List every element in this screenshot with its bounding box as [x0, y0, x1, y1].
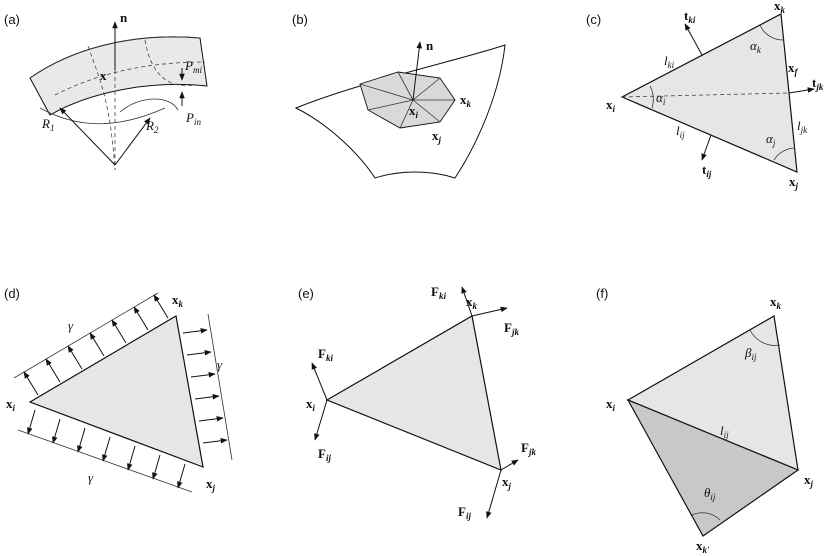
- force-fki-at-xi: [311, 362, 328, 401]
- surface-top-edge: [29, 36, 201, 79]
- triangle-face: [620, 13, 798, 173]
- angle-arc-beta: [749, 329, 781, 346]
- label-tjk: tjk: [812, 75, 824, 92]
- force-fij-at-xi: [314, 399, 328, 441]
- normal-arrow: [412, 41, 423, 101]
- panel-c-label: (c): [586, 12, 601, 27]
- label-xk: xk: [774, 0, 786, 15]
- tension-rail-jk: [207, 313, 233, 461]
- label-n: n: [426, 38, 434, 53]
- label-alpha-i: αi: [656, 90, 666, 107]
- label-xj: xj: [502, 474, 512, 491]
- label-lij: lij: [720, 423, 729, 440]
- radius-arc-2: [119, 98, 179, 113]
- panel-c: (c) xk xi xj xf tki tjk tij lki ljk lij …: [586, 0, 824, 191]
- panel-e: (e) Fki Fjk Fki Fij Fjk Fij xk xi xj: [298, 284, 536, 521]
- label-lki: lki: [664, 53, 675, 70]
- label-xj: xj: [206, 476, 216, 493]
- label-pin: Pin: [185, 110, 201, 127]
- surface-grid-curve: [144, 39, 196, 87]
- label-n: n: [120, 10, 128, 25]
- label-xi: xi: [6, 396, 16, 413]
- panel-f-label: (f): [596, 286, 608, 301]
- angle-arc-j: [773, 147, 796, 161]
- angle-arc-theta: [691, 512, 721, 521]
- label-xk: xk: [172, 292, 184, 309]
- label-xkp: xk': [696, 538, 710, 555]
- force-fij-at-xj: [486, 469, 502, 519]
- panel-e-label: (e): [298, 286, 314, 301]
- one-ring-spokes: [359, 71, 455, 129]
- label-xj: xj: [432, 128, 442, 145]
- label-alpha-k: αk: [750, 38, 762, 55]
- label-xk: xk: [770, 294, 782, 311]
- curved-surface-patch: [29, 36, 208, 116]
- panel-a: (a) n x Pmi Pin R1 R2: [4, 10, 208, 171]
- panel-f: (f) xk xi xj xk' βij lij θij: [596, 286, 814, 555]
- label-r2: R2: [145, 118, 159, 135]
- label-gamma-ki: γ: [68, 318, 74, 333]
- tension-arrows-jk: [182, 328, 228, 444]
- force-fjk-at-xk: [471, 306, 508, 317]
- panel-d: (d): [4, 286, 233, 493]
- label-gamma-ij: γ: [88, 470, 94, 485]
- label-x: x: [100, 68, 107, 83]
- label-fki-left: Fki: [318, 346, 333, 363]
- force-fki-at-xk: [461, 286, 473, 317]
- label-lij: lij: [676, 123, 685, 140]
- panel-b-label: (b): [292, 12, 308, 27]
- tangent-tki-arrow: [684, 23, 703, 56]
- label-fij-left: Fij: [318, 446, 331, 463]
- label-tki: tki: [684, 8, 696, 25]
- label-fki-top: Fki: [431, 284, 446, 301]
- label-xi: xi: [606, 396, 616, 413]
- radius-r2-arrow: [114, 117, 151, 166]
- triangle-face: [325, 315, 502, 471]
- label-alpha-j: αj: [766, 131, 776, 148]
- label-fjk-right: Fjk: [521, 440, 536, 457]
- label-gamma-jk: γ: [217, 357, 223, 372]
- label-xk: xk: [460, 92, 472, 109]
- label-beta: βij: [744, 345, 757, 362]
- label-fij-bottom: Fij: [458, 504, 471, 521]
- triangle-face: [28, 315, 204, 468]
- panel-d-label: (d): [4, 286, 20, 301]
- curved-surface-outline: [294, 44, 506, 179]
- vertex-one-ring: [359, 71, 456, 129]
- label-pmi: Pmi: [184, 58, 202, 75]
- radius-r1-arrow: [59, 107, 116, 166]
- label-xi: xi: [306, 396, 316, 413]
- tangent-tij-arrow: [701, 134, 712, 161]
- label-xi: xi: [409, 103, 419, 120]
- label-xf: xf: [788, 60, 799, 77]
- panel-a-label: (a): [4, 12, 20, 27]
- label-theta: θij: [704, 485, 716, 502]
- angle-arc-k: [759, 24, 785, 41]
- tangent-tjk-arrow: [788, 87, 815, 94]
- label-xk: xk: [466, 294, 478, 311]
- label-tij: tij: [702, 162, 712, 179]
- tension-arrows-ij: [27, 409, 186, 489]
- force-fjk-at-xj: [500, 459, 519, 471]
- principal-curve-2: [87, 45, 116, 171]
- lower-triangle-face: [626, 398, 800, 537]
- radius-arc-1: [39, 107, 166, 125]
- label-xj: xj: [789, 174, 799, 191]
- tension-arrows-ki: [23, 294, 169, 396]
- label-fjk-top: Fjk: [504, 320, 519, 337]
- label-xi: xi: [606, 97, 616, 114]
- label-ljk: ljk: [797, 118, 808, 135]
- label-r1: R1: [41, 116, 54, 133]
- angle-arc-i: [649, 85, 654, 109]
- label-xj: xj: [804, 472, 814, 489]
- principal-curve-1: [54, 61, 206, 96]
- panel-b: (b) n xi xk xj: [292, 12, 506, 179]
